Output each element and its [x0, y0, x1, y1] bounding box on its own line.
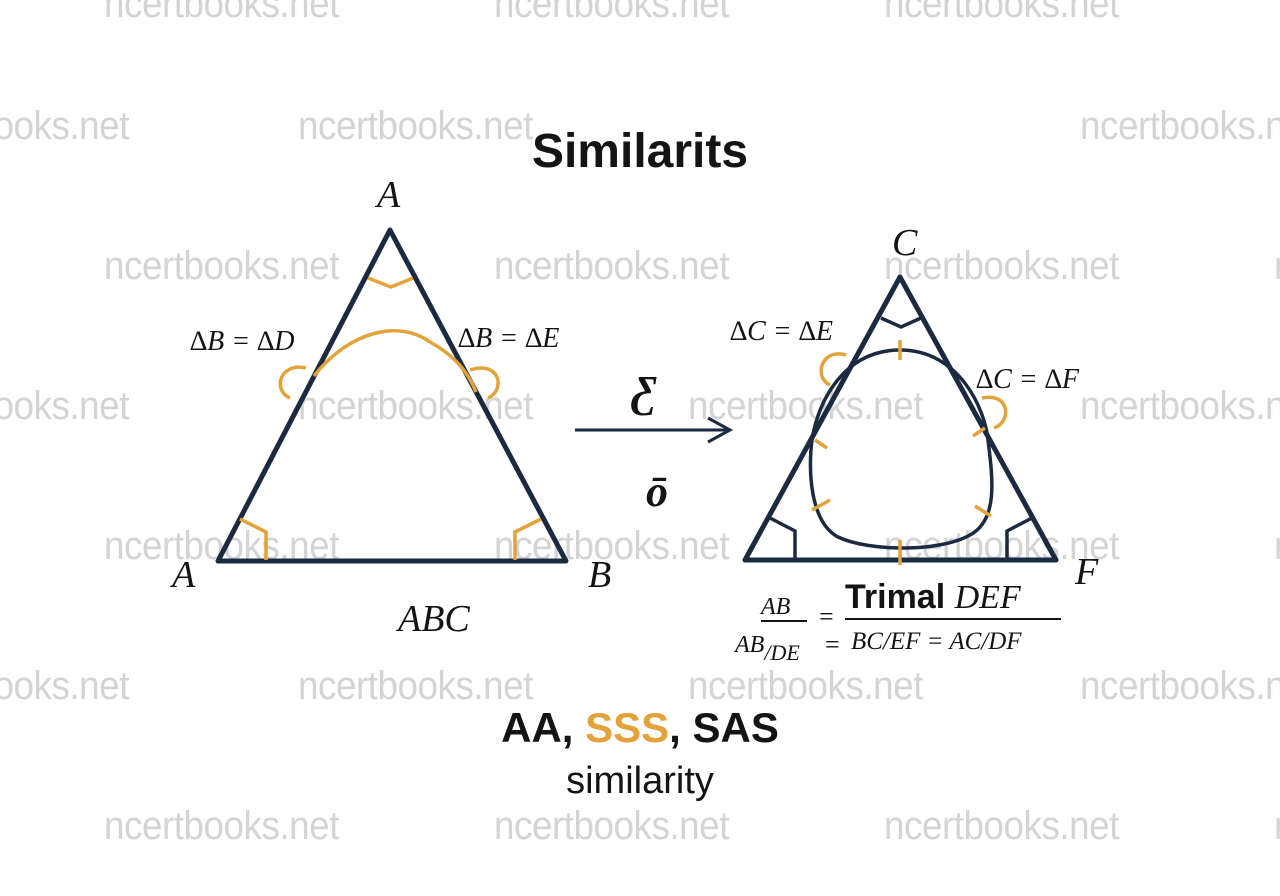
triangle-def	[742, 274, 1059, 565]
numerator-italic: DEF	[954, 579, 1021, 616]
arrow-symbol-top: Ƹ	[632, 367, 656, 416]
arc-marker	[312, 329, 478, 393]
angle-marker-bottom-left	[769, 516, 797, 560]
big-fraction-denominator: BC/EF = AC/DF	[851, 628, 1022, 655]
denominator-main: AB	[735, 632, 765, 658]
equals-sign-lower: =	[825, 630, 840, 659]
angle-marker-bottom-right	[1005, 516, 1033, 560]
diagram-title: Similarits	[531, 125, 749, 178]
similarity-ratio-formula: AB AB/DE = = Trimal DEF BC/EF = AC/DF	[735, 578, 1075, 668]
angle-marker-bottom-left	[239, 517, 268, 560]
transform-arrow	[575, 416, 734, 444]
vertex-label-bottom-right: B	[588, 554, 612, 596]
angle-marker-top	[880, 316, 922, 329]
vertex-label-bottom-left: A	[172, 554, 196, 596]
vertex-label-top: C	[892, 222, 918, 264]
criteria-sas: , SAS	[669, 704, 779, 751]
criteria-aa: AA,	[501, 704, 586, 751]
big-fraction-numerator: Trimal DEF	[845, 578, 1021, 617]
arrow-symbol-bottom: ō	[646, 467, 668, 516]
equals-sign-upper: =	[819, 602, 834, 631]
denominator-sub: /DE	[764, 640, 800, 665]
vertex-label-bottom-right: F	[1075, 551, 1099, 593]
angle-equality-left: ∆C = ∆E	[730, 316, 833, 347]
angle-equality-left: ∆B = ∆D	[190, 326, 295, 357]
criteria-sss-highlight: SSS	[585, 704, 670, 751]
subtitle: similarity	[566, 760, 714, 802]
angle-hook-left	[278, 365, 307, 400]
numerator-bold-word: Trimal	[845, 578, 946, 616]
angle-hook-right	[469, 366, 500, 400]
fraction-bar	[761, 620, 807, 622]
similarity-criteria: AA, SSS, SAS	[0, 704, 1280, 752]
vertex-label-top: A	[377, 174, 401, 216]
angle-marker-bottom-right	[513, 517, 542, 560]
inscribed-curve	[808, 348, 994, 550]
angle-hook-right	[981, 395, 1008, 430]
angle-equality-right: ∆B = ∆E	[458, 323, 560, 354]
triangle-abc	[215, 227, 569, 564]
angle-equality-right: ∆C = ∆F	[976, 364, 1079, 395]
angle-hook-left	[819, 352, 847, 387]
angle-marker-top	[367, 276, 414, 289]
fraction-numerator: AB	[761, 594, 791, 620]
fraction-denominator: AB/DE	[735, 632, 800, 665]
big-fraction-bar	[845, 618, 1061, 620]
triangle-name-label: ABC	[398, 598, 470, 640]
